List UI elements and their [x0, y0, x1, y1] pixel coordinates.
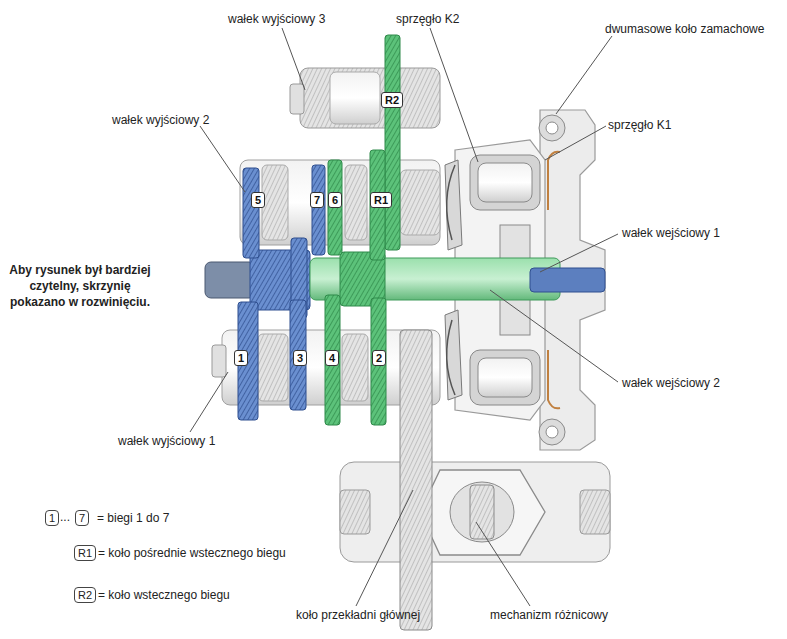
- part-label: wałek wyjściowy 3: [228, 12, 325, 27]
- gear-number-box: 7: [310, 192, 324, 208]
- gear-number-box: R2: [381, 92, 403, 108]
- part-label: wałek wejściowy 1: [622, 226, 720, 241]
- note-text: Aby rysunek był bardziej czytelny, skrzy…: [5, 262, 155, 310]
- part-label: wałek wyjściowy 2: [112, 113, 209, 128]
- gear-number-box: 5: [251, 192, 265, 208]
- gear-number: 1: [238, 352, 244, 364]
- legend-sample: R2: [74, 587, 96, 603]
- gear-number-box: 2: [372, 350, 386, 366]
- part-label: mechanizm różnicowy: [490, 608, 608, 623]
- part-label: wałek wyjściowy 1: [118, 434, 215, 449]
- gear-number-box: 3: [293, 350, 307, 366]
- gear-number: 5: [255, 194, 261, 206]
- legend-sample: R1: [74, 545, 96, 561]
- legend-sample: 1: [45, 510, 59, 526]
- legend-sample: ...: [60, 510, 70, 525]
- gear-number: 2: [376, 352, 382, 364]
- part-label: koło przekładni głównej: [296, 608, 420, 623]
- part-label: wałek wejściowy 2: [622, 376, 720, 391]
- part-label: dwumasowe koło zamachowe: [605, 22, 764, 37]
- gear-number-box: 6: [328, 192, 342, 208]
- gear-number: 7: [314, 194, 320, 206]
- gear-number-box: R1: [370, 192, 392, 208]
- gear-number-box: 4: [325, 350, 339, 366]
- gear-number-box: 1: [234, 350, 248, 366]
- legend-text: = biegi 1 do 7: [97, 511, 169, 526]
- gear-number: 6: [332, 194, 338, 206]
- gear-number: 3: [297, 352, 303, 364]
- gear-number: R1: [374, 194, 388, 206]
- legend-text: = koło pośrednie wstecznego biegu: [98, 546, 286, 561]
- legend-text: = koło wstecznego biegu: [98, 588, 230, 603]
- part-label: sprzęgło K1: [608, 118, 671, 133]
- legend-sample: 7: [75, 510, 89, 526]
- part-label: sprzęgło K2: [396, 12, 459, 27]
- gear-number: 4: [329, 352, 335, 364]
- gear-number: R2: [385, 94, 399, 106]
